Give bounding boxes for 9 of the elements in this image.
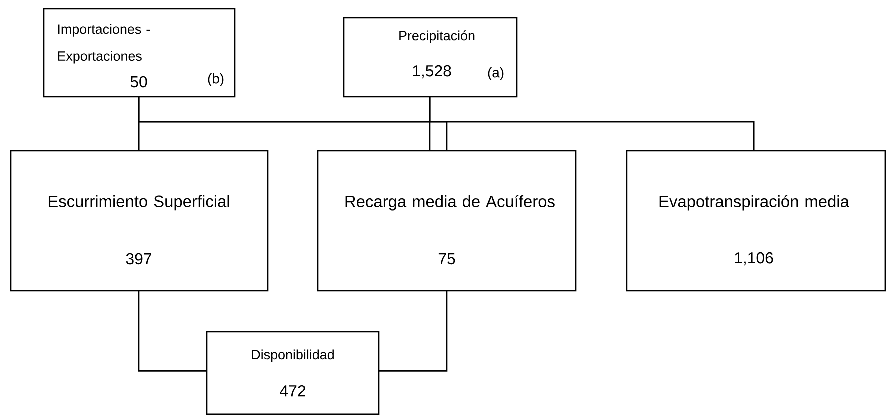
box: Importaciones - Exportaciones 50 (b) [43, 8, 236, 98]
connector-line [138, 291, 207, 372]
box: Disponibilidad 472 [206, 331, 380, 415]
connector-line [429, 97, 755, 151]
box: Precipitación 1,528 (a) [343, 17, 518, 98]
connector-line [379, 291, 448, 372]
box: Recarga media de Acuíferos 75 [317, 150, 577, 292]
box: Evapotranspiración media 1,106 [626, 150, 886, 292]
box: Escurrimiento Superficial 397 [10, 150, 269, 292]
